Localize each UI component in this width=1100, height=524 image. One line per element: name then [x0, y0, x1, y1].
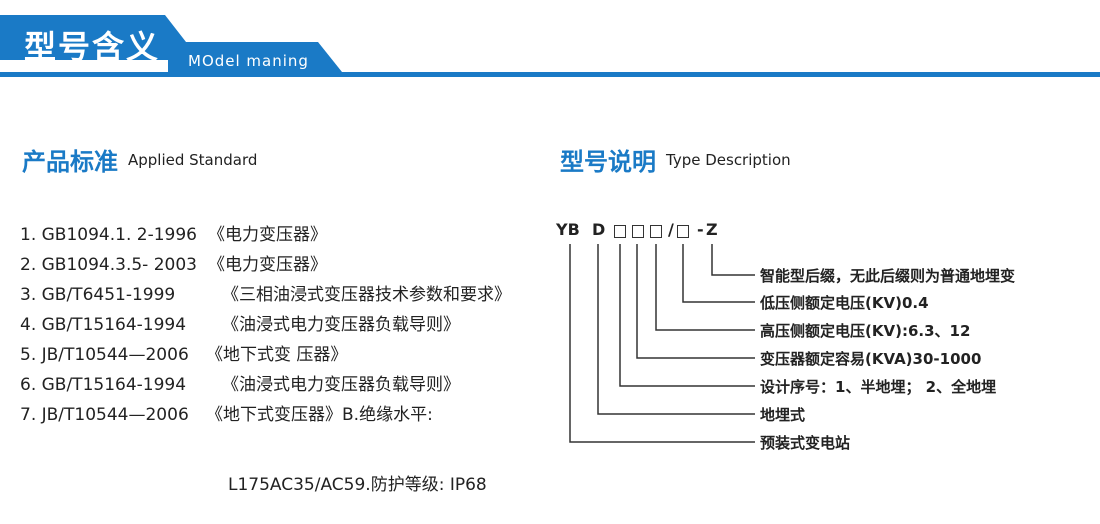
- type-desc-heading-en: Type Description: [666, 150, 791, 169]
- standard-item: 7. JB/T10544—2006 《地下式变压器》B.绝缘水平:: [20, 400, 433, 430]
- desc-capacity: 变压器额定容易(KVA)30-1000: [760, 350, 982, 368]
- standards-heading: 产品标准 Applied Standard: [22, 142, 257, 177]
- desc-lv-voltage: 低压侧额定电压(KV)0.4: [760, 294, 929, 312]
- standard-continuation: L175AC35/AC59.防护等级: IP68: [228, 475, 487, 495]
- banner-subtitle: MOdel maning: [188, 52, 309, 70]
- code-dash: -: [697, 220, 704, 239]
- code-slot-hv: [650, 225, 662, 238]
- type-desc-heading: 型号说明 Type Description: [560, 142, 791, 177]
- standard-title: 《电力变压器》: [208, 225, 327, 245]
- standards-heading-en: Applied Standard: [128, 150, 258, 169]
- standard-number: 4. GB/T15164-1994: [20, 315, 187, 335]
- standard-title: 《油浸式电力变压器负载导则》: [222, 375, 460, 395]
- standard-number: 2. GB1094.3.5- 2003: [20, 255, 197, 275]
- standard-item: 1. GB1094.1. 2-1996 《电力变压器》: [20, 220, 327, 250]
- standard-number: 3. GB/T6451-1999: [20, 285, 176, 305]
- desc-buried: 地埋式: [760, 406, 806, 424]
- desc-hv-voltage: 高压侧额定电压(KV):6.3、12: [760, 322, 971, 340]
- desc-design-number: 设计序号：1、半地埋； 2、全地埋: [760, 378, 997, 396]
- standard-item: 5. JB/T10544—2006 《地下式变 压器》: [20, 340, 347, 370]
- header-banner: 型号含义 MOdel maning: [0, 0, 1100, 80]
- desc-substation: 预装式变电站: [760, 434, 851, 452]
- standard-title: 《油浸式电力变压器负载导则》: [222, 315, 460, 335]
- standard-item: 2. GB1094.3.5- 2003 《电力变压器》: [20, 250, 327, 280]
- standard-item: 4. GB/T15164-1994 《油浸式电力变压器负载导则》: [20, 310, 460, 340]
- standard-number: 6. GB/T15164-1994: [20, 375, 187, 395]
- standards-heading-cn: 产品标准: [22, 148, 118, 176]
- code-slot-design: [614, 225, 626, 238]
- standards-list: 1. GB1094.1. 2-1996 《电力变压器》 2. GB1094.3.5…: [20, 220, 511, 430]
- standard-number: 1. GB1094.1. 2-1996: [20, 225, 197, 245]
- code-z: Z: [706, 220, 718, 239]
- standard-number: 5. JB/T10544—2006: [20, 345, 189, 365]
- code-slot-lv: [677, 225, 689, 238]
- standard-title: 《电力变压器》: [208, 255, 327, 275]
- banner-title: 型号含义: [24, 28, 161, 66]
- code-d: D: [592, 220, 606, 239]
- standard-number: 7. JB/T10544—2006: [20, 405, 189, 425]
- type-desc-heading-cn: 型号说明: [560, 148, 656, 176]
- standard-title: 《三相油浸式变压器技术参数和要求》: [222, 285, 511, 305]
- desc-suffix: 智能型后缀，无此后缀则为普通地埋变: [760, 267, 1016, 285]
- standard-item: 3. GB/T6451-1999 《三相油浸式变压器技术参数和要求》: [20, 280, 511, 310]
- standard-item: 6. GB/T15164-1994 《油浸式电力变压器负载导则》: [20, 370, 460, 400]
- banner-shape: [0, 15, 1100, 77]
- code-slash: /: [668, 220, 674, 239]
- standard-title: 《地下式变 压器》: [206, 345, 348, 365]
- code-slot-capacity: [632, 225, 644, 238]
- code-yb: YB: [556, 220, 580, 239]
- standard-title: 《地下式变压器》B.绝缘水平:: [206, 405, 433, 425]
